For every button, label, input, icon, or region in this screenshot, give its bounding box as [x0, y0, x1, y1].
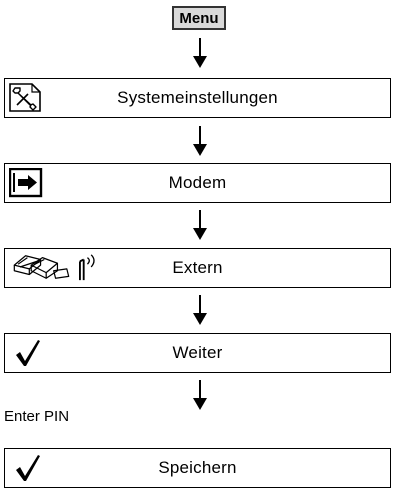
down-arrow-icon — [193, 380, 207, 410]
step-label: Weiter — [172, 343, 223, 362]
step-systemeinstellungen: Systemeinstellungen — [4, 78, 391, 118]
modem-arrow-icon — [9, 168, 43, 198]
menu-key[interactable]: Menu — [172, 6, 226, 30]
down-arrow-icon — [193, 210, 207, 240]
down-arrow-icon — [193, 295, 207, 325]
step-label: Extern — [172, 258, 223, 277]
enter-pin-text: Enter PIN — [4, 408, 70, 425]
step-label: Speichern — [158, 458, 237, 477]
step-label: Systemeinstellungen — [117, 88, 278, 107]
step-label: Modem — [168, 173, 227, 192]
wrench-settings-icon — [9, 83, 41, 112]
down-arrow-icon — [193, 126, 207, 156]
checkmark-icon — [16, 455, 40, 481]
step-extern: Extern — [4, 248, 391, 288]
external-phone-antenna-icon — [13, 254, 95, 281]
step-weiter: Weiter — [4, 333, 391, 373]
checkmark-icon — [16, 340, 40, 366]
step-modem: Modem — [4, 163, 391, 203]
step-speichern: Speichern — [4, 448, 391, 488]
menu-key-label: Menu — [179, 9, 219, 27]
down-arrow-icon — [193, 38, 207, 68]
